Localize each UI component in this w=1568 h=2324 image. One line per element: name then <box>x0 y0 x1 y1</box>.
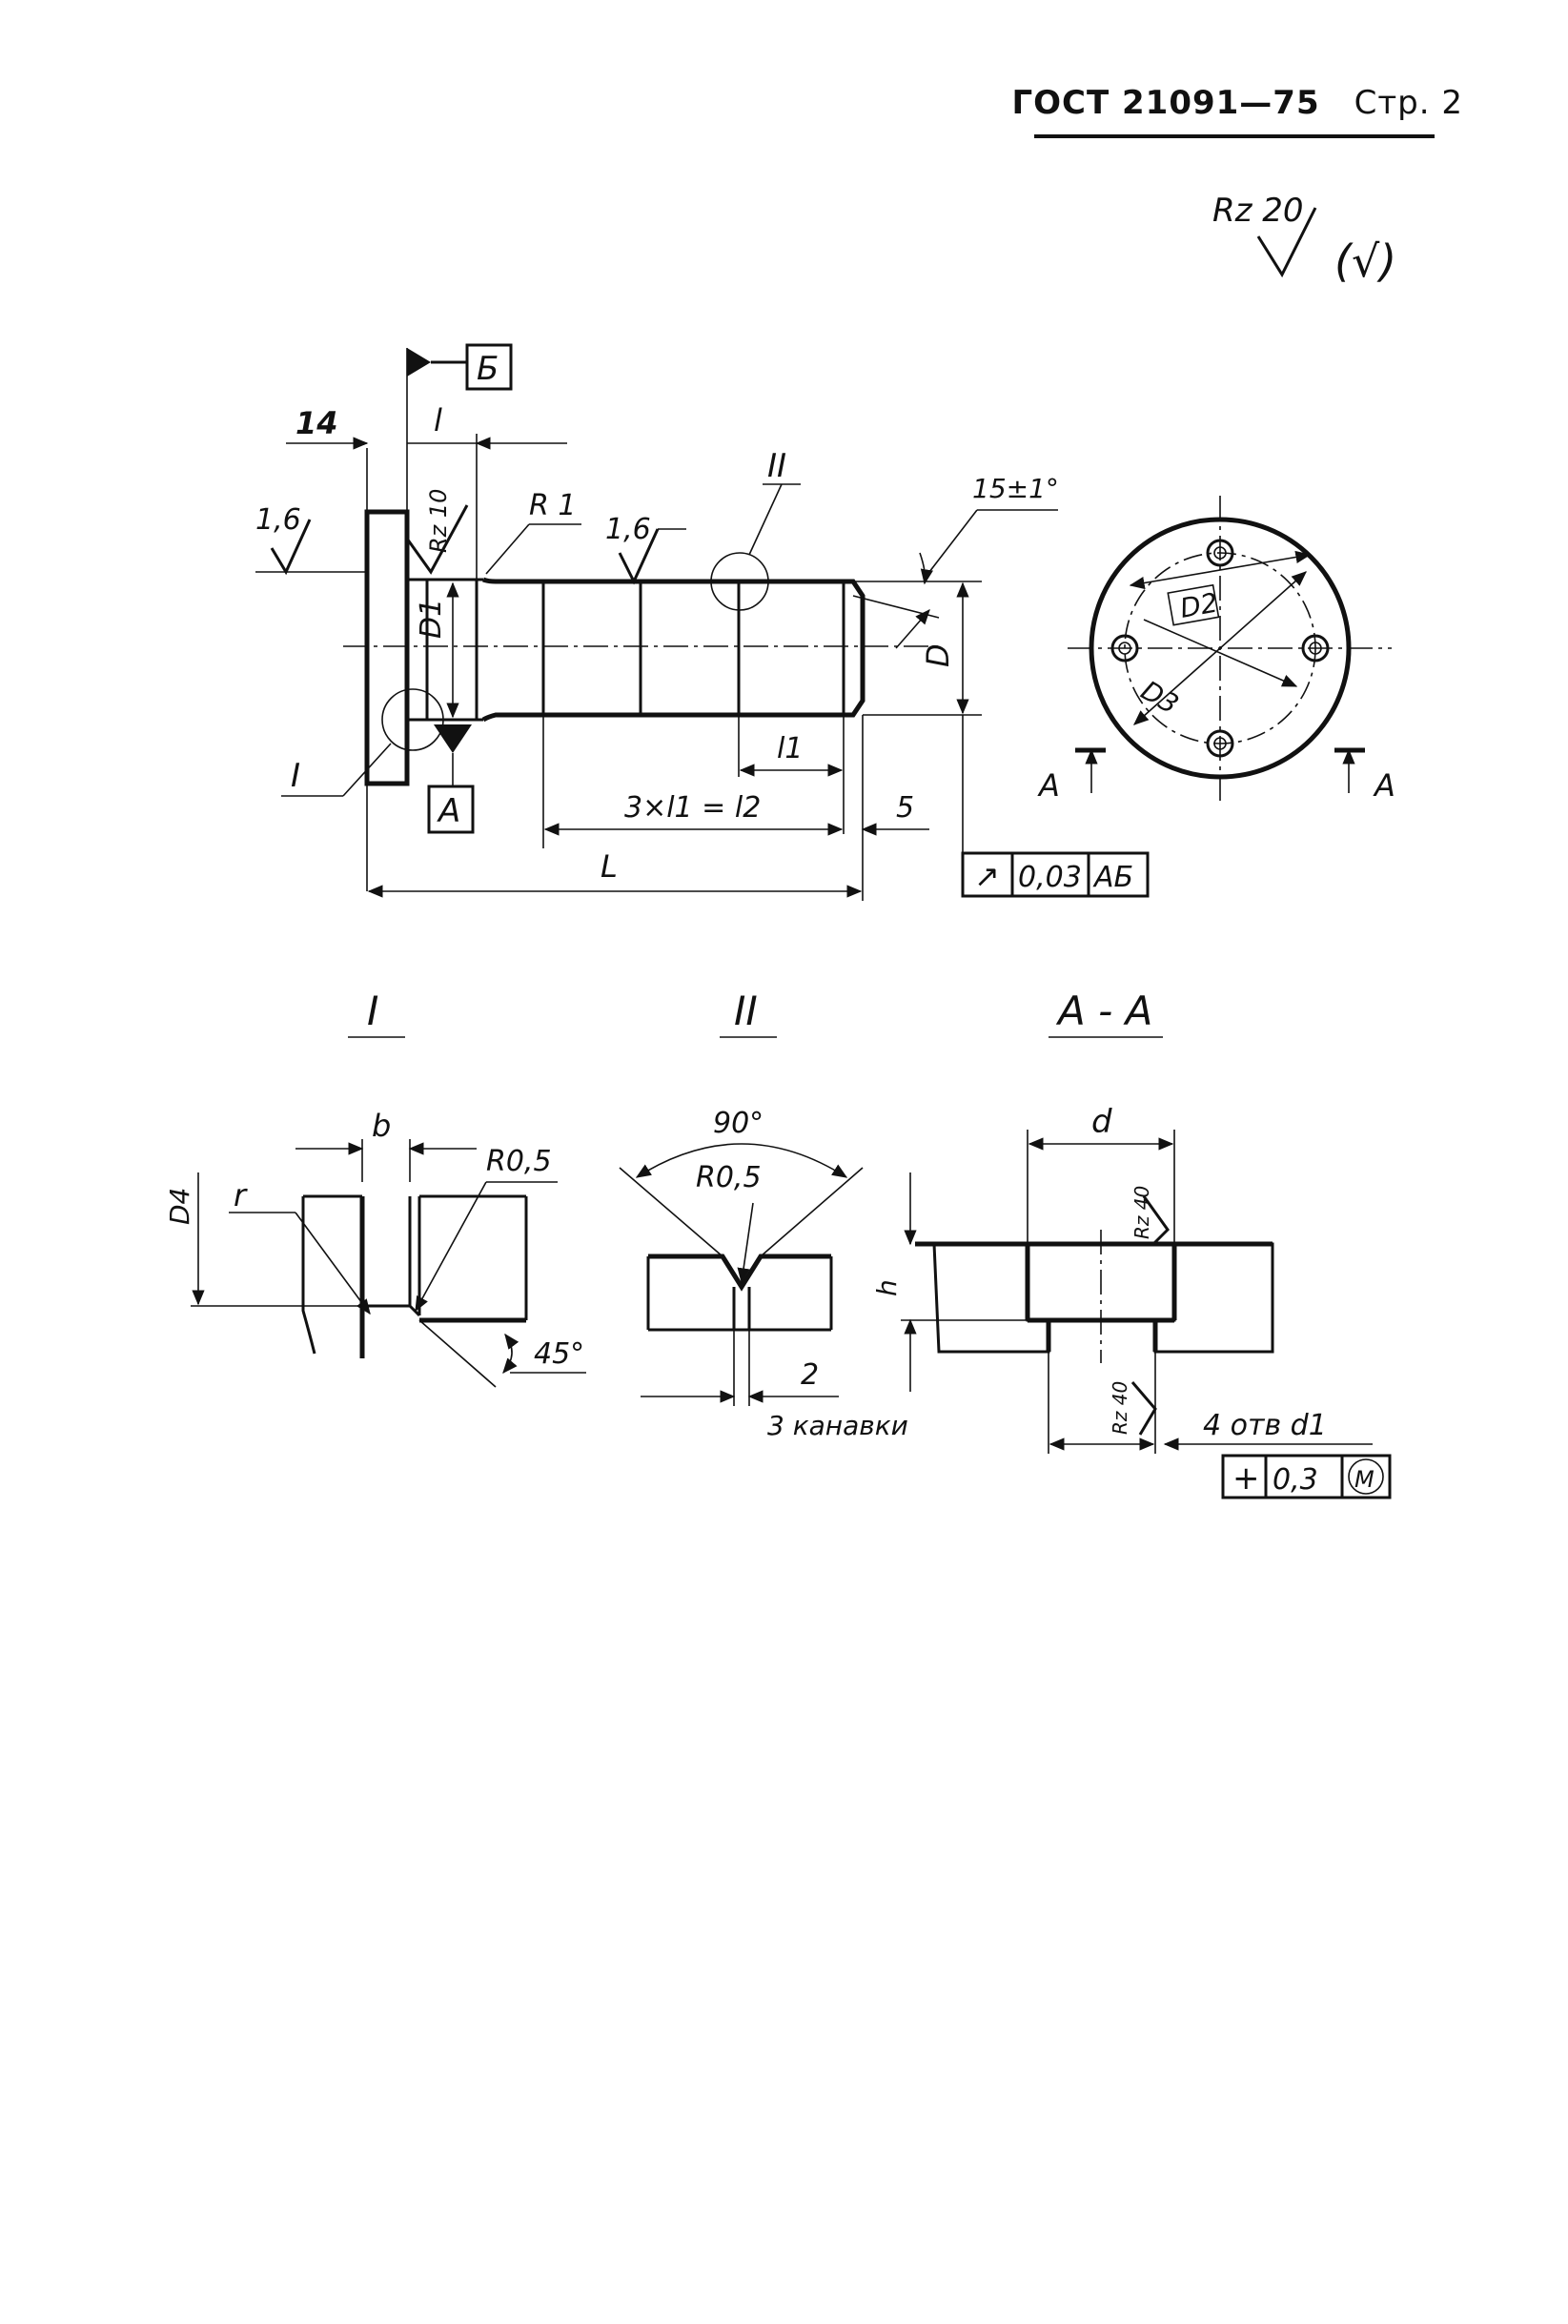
roughness-hole-label: Rz 40 <box>1109 1381 1131 1435</box>
roughness-check-icon <box>1256 207 1317 278</box>
roughness-flange-icon <box>270 519 312 576</box>
roughness-shank-icon <box>618 528 660 585</box>
detail-ii-marker: II <box>767 447 786 485</box>
shank <box>481 577 865 723</box>
datum-a-box <box>427 785 475 834</box>
datum-b-box <box>465 343 513 391</box>
dim-flange-thickness: 14 <box>295 405 338 441</box>
pos-frame-modifier-cell <box>1340 1454 1392 1499</box>
mmc-circle-icon <box>1348 1458 1384 1495</box>
section-left-hatch <box>932 1242 1050 1354</box>
datum-a-label: А <box>437 792 460 830</box>
roughness-flange-label: 1,6 <box>255 503 301 537</box>
tol-frame-datum-cell <box>1087 851 1150 898</box>
dim-d1: D1 <box>415 599 448 639</box>
detail-ii-title: II <box>734 988 758 1034</box>
detail-i-d4: D4 <box>164 1188 195 1225</box>
detail-i-title: I <box>367 988 378 1034</box>
section-d: d <box>1091 1103 1112 1141</box>
page-header: ГОСТ 21091—75 Стр. 2 <box>1011 84 1463 122</box>
standard-number: ГОСТ 21091—75 <box>1011 84 1320 122</box>
section-holes-note: 4 отв d1 <box>1203 1409 1327 1442</box>
roughness-hole-icon <box>1130 1381 1157 1436</box>
section-mark-right: А <box>1373 767 1395 804</box>
roughness-general-label: Rz 20 <box>1212 192 1304 230</box>
datum-a-triangle-icon <box>434 724 472 753</box>
section-aa: d h Rz 40 Rz 40 4 отв d1 + 0,3 M <box>871 1103 1392 1499</box>
detail-i-45: 45° <box>534 1337 584 1371</box>
datum-b-triangle-icon <box>407 348 431 377</box>
header-rule <box>1034 134 1435 138</box>
roughness-rest-symbol: (√) <box>1334 235 1396 287</box>
detail-ii: 90° R0,5 2 3 канавки <box>619 1107 908 1441</box>
detail-ii-note: 3 канавки <box>767 1410 908 1441</box>
dim-l: l <box>434 402 442 438</box>
flange <box>364 509 410 786</box>
section-aa-title: А - А <box>1055 988 1152 1034</box>
dim-d: D <box>920 643 956 667</box>
roughness-counterbore-icon <box>1142 1195 1170 1246</box>
roughness-shoulder-icon <box>405 504 469 575</box>
page-number: Стр. 2 <box>1354 84 1463 122</box>
roughness-shank-label: 1,6 <box>605 513 651 546</box>
dim-l1: l1 <box>777 732 803 765</box>
detail-i-r05: R0,5 <box>486 1145 552 1178</box>
detail-i-circle <box>381 688 444 751</box>
roughness-counterbore-label: Rz 40 <box>1130 1186 1153 1239</box>
dim-angle: 15±1° <box>972 473 1059 504</box>
runout-icon: ↗ <box>974 858 1000 894</box>
section-mark-left: А <box>1037 767 1060 804</box>
dim-r1: R 1 <box>529 489 576 522</box>
position-icon: + <box>1232 1459 1260 1498</box>
detail-i-b: b <box>372 1108 391 1144</box>
bolt-hole-bottom <box>1206 729 1234 758</box>
dim-3l1-l2: 3×l1 = l2 <box>624 791 761 825</box>
detail-ii-width: 2 <box>801 1358 819 1392</box>
detail-titles: I II А - А <box>348 988 1163 1038</box>
tol-value: 0,03 <box>1018 861 1082 894</box>
dim-L: L <box>601 848 618 885</box>
shoulder <box>407 578 483 722</box>
dim-d3: D3 <box>1136 674 1185 720</box>
detail-ii-r05: R0,5 <box>696 1161 762 1194</box>
detail-i-marker: I <box>291 757 300 795</box>
detail-ii-circle <box>710 552 769 611</box>
tol-datums: АБ <box>1092 861 1133 894</box>
general-roughness: Rz 20 (√) <box>1212 192 1396 287</box>
end-view: D2 D3 А А <box>1037 496 1395 804</box>
detail-ii-angle: 90° <box>713 1107 764 1140</box>
detail-i-r: r <box>234 1177 248 1213</box>
dim-5: 5 <box>896 791 914 825</box>
datum-b-label: Б <box>477 350 499 388</box>
pos-tol-modifier: M <box>1354 1466 1375 1493</box>
section-h: h <box>871 1279 903 1296</box>
detail-i: b R0,5 r D4 45° <box>164 1108 586 1388</box>
pos-tol-value: 0,3 <box>1273 1463 1318 1497</box>
main-view: Б 14 l 1,6 Rz 10 R 1 1,6 <box>255 343 1150 901</box>
roughness-shoulder-label: Rz 10 <box>425 489 452 553</box>
